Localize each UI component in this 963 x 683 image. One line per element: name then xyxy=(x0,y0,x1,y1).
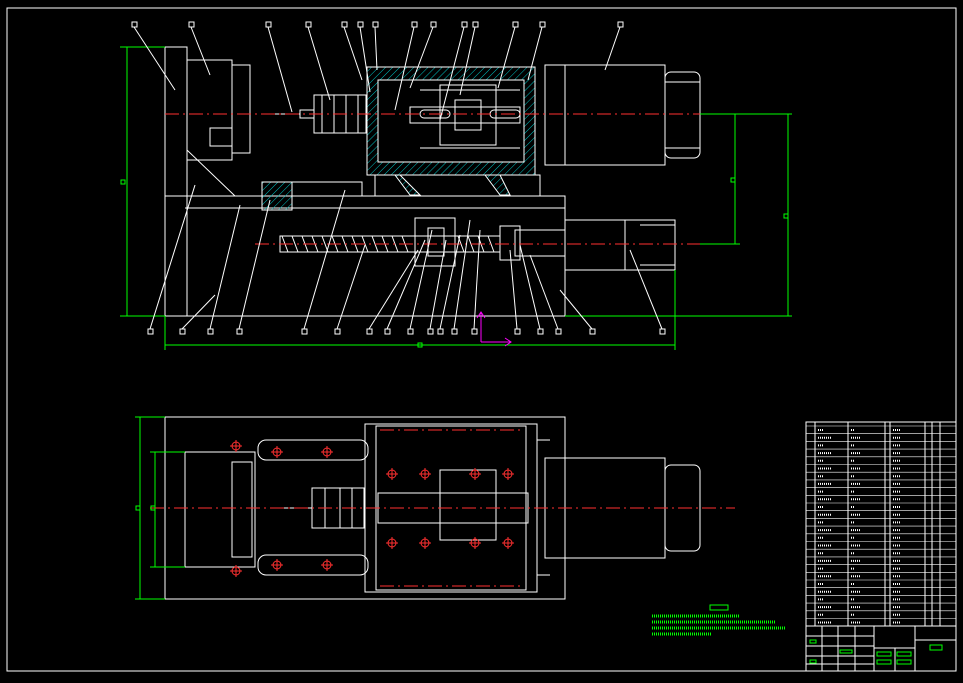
front-section-view xyxy=(164,46,701,317)
balloon-marker xyxy=(357,21,364,28)
balloon-marker xyxy=(589,328,596,335)
leader-line xyxy=(559,289,593,330)
leader-line xyxy=(519,244,541,330)
drawing-frame xyxy=(6,7,957,672)
leader-line xyxy=(386,239,426,330)
balloon-marker xyxy=(555,328,562,335)
balloon-marker xyxy=(617,21,624,28)
leader-line xyxy=(439,26,465,121)
balloon-marker xyxy=(430,21,437,28)
leader-line xyxy=(190,26,211,76)
leader-line xyxy=(209,204,241,330)
balloons-bottom xyxy=(147,184,666,335)
notes-heading-box xyxy=(709,604,729,611)
plan-bolt-holes xyxy=(230,440,514,577)
mounting-plate xyxy=(164,46,188,317)
title-block-frame xyxy=(805,625,957,672)
leader-line xyxy=(267,26,293,113)
feed-motor xyxy=(564,219,676,271)
leader-line xyxy=(343,26,363,81)
balloon-marker xyxy=(305,21,312,28)
leader-line xyxy=(604,26,621,71)
leader-line xyxy=(374,26,378,71)
balloon-marker xyxy=(265,21,272,28)
front-dimensions xyxy=(120,46,792,350)
plan-dimensions xyxy=(135,416,185,600)
leader-line xyxy=(181,294,216,330)
balloon-marker xyxy=(341,21,348,28)
leader-line xyxy=(336,244,366,330)
balloon-marker xyxy=(147,328,154,335)
leader-line xyxy=(509,249,518,330)
title-block xyxy=(805,421,957,672)
leader-line xyxy=(527,26,543,81)
leader-line xyxy=(409,229,433,330)
leader-line xyxy=(307,26,331,101)
technical-notes xyxy=(652,604,785,636)
leader-line xyxy=(394,26,415,111)
ucs-icon xyxy=(476,311,512,347)
leader-line xyxy=(409,26,434,89)
balloon-marker xyxy=(207,328,214,335)
balloon-marker xyxy=(539,21,546,28)
balloon-marker xyxy=(301,328,308,335)
balloon-marker xyxy=(471,328,478,335)
balloon-marker xyxy=(437,328,444,335)
leader-line xyxy=(149,184,196,330)
balloon-marker xyxy=(131,21,138,28)
leader-line xyxy=(368,249,419,330)
screw-nut xyxy=(414,217,456,267)
leader-line xyxy=(529,254,559,330)
leader-line xyxy=(439,234,461,330)
balloon-marker xyxy=(407,328,414,335)
balloon-marker xyxy=(372,21,379,28)
leader-line xyxy=(497,26,516,89)
balloon-marker xyxy=(427,328,434,335)
balloon-marker xyxy=(366,328,373,335)
balloon-marker xyxy=(236,328,243,335)
leader-line xyxy=(453,219,471,330)
balloon-marker xyxy=(334,328,341,335)
support-rib xyxy=(186,148,237,197)
balloon-marker xyxy=(514,328,521,335)
parts-list-rows xyxy=(806,425,956,624)
leader-line xyxy=(303,189,346,330)
leader-line xyxy=(429,239,447,330)
leader-line xyxy=(459,26,476,96)
balloon-marker xyxy=(537,328,544,335)
balloon-marker xyxy=(411,21,418,28)
title-block-marks xyxy=(809,639,943,665)
balloon-marker xyxy=(179,328,186,335)
leader-line xyxy=(133,26,176,91)
spindle-motor xyxy=(544,64,666,166)
leader-line xyxy=(629,249,663,330)
leader-line xyxy=(359,26,371,93)
base-plate xyxy=(164,195,566,317)
balloons-top xyxy=(131,21,624,121)
balloon-marker xyxy=(512,21,519,28)
balloon-marker xyxy=(659,328,666,335)
plan-centerlines xyxy=(150,429,735,587)
balloon-marker xyxy=(472,21,479,28)
balloon-marker xyxy=(384,328,391,335)
leader-line xyxy=(473,229,481,330)
leader-line xyxy=(238,199,271,330)
balloon-marker xyxy=(461,21,468,28)
balloon-marker xyxy=(451,328,458,335)
balloon-marker xyxy=(188,21,195,28)
